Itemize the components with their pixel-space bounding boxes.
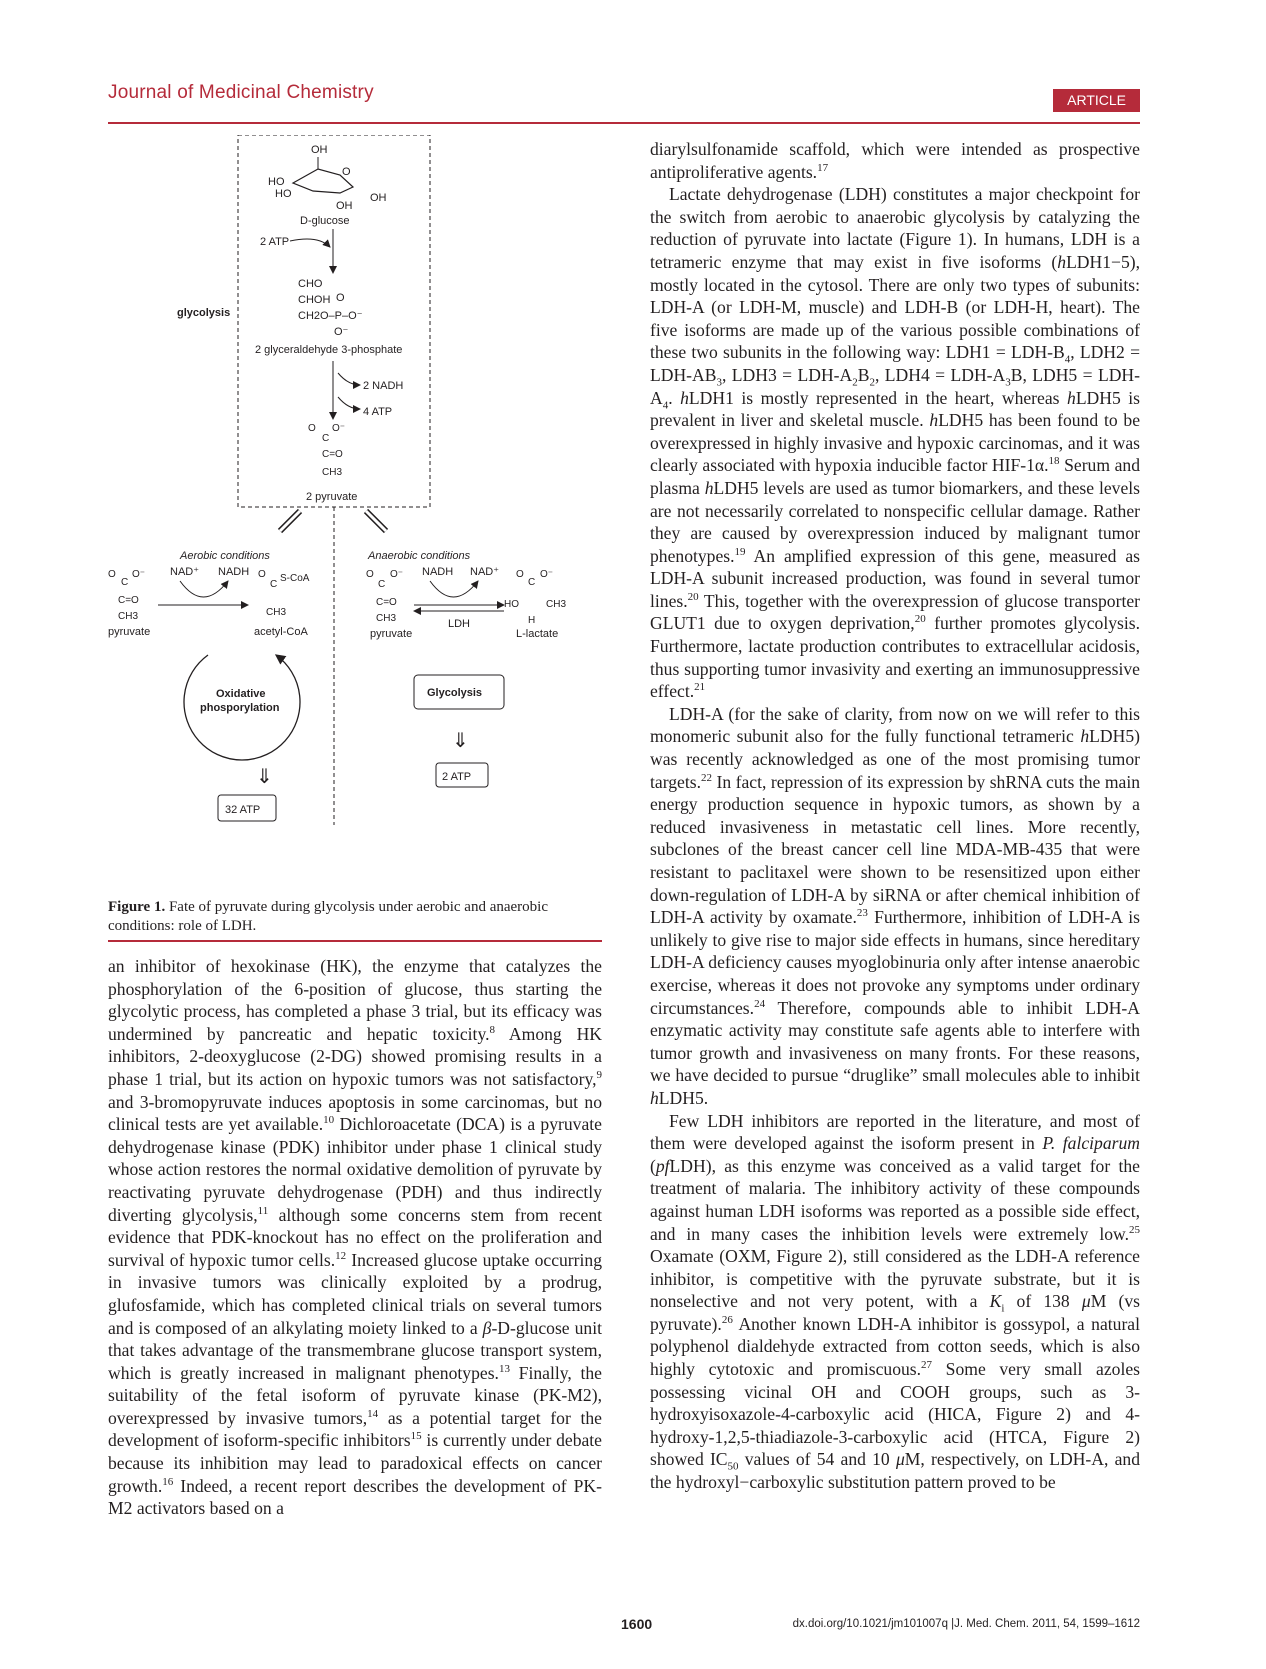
ana-pyr-c: C [378, 579, 385, 590]
paragraph: Lactate dehydrogenase (LDH) constitutes … [650, 184, 1141, 702]
aerobic-label: Aerobic conditions [179, 550, 270, 562]
caption-label: Figure 1. [108, 899, 166, 915]
pyr-c-eq-o: C=O [322, 449, 343, 460]
anaerobic-label: Anaerobic conditions [367, 550, 471, 562]
d-glucose: D-glucose [300, 215, 350, 227]
right-column: diarylsulfonamide scaffold, which were i… [650, 138, 1140, 1494]
ana-pyr-ch3: CH3 [376, 613, 396, 624]
aer-pyr-om: O⁻ [132, 569, 145, 580]
aer-pyr-ch3: CH3 [118, 611, 138, 622]
figure-1: OH O HO HO OH OH D-glucose 2 ATP CHO CHO… [108, 135, 566, 825]
lac-c: C [528, 577, 535, 588]
ch2o-p: CH2O–P–O⁻ [298, 310, 363, 322]
acetyl-coa: acetyl-CoA [254, 626, 308, 638]
caption-rule [108, 940, 602, 942]
ana-pyr-om: O⁻ [390, 569, 403, 580]
atp-2-input: 2 ATP [260, 236, 289, 248]
g3p-label: 2 glyceraldehyde 3-phosphate [255, 344, 402, 356]
ho-2: HO [275, 188, 292, 200]
page-number: 1600 [621, 1616, 653, 1632]
glycolysis-side-label: glycolysis [177, 307, 230, 319]
o-dbl: O [336, 292, 345, 304]
pyr-c: C [322, 433, 329, 444]
ana-pyr-o: O [366, 569, 374, 580]
paragraph: diarylsulfonamide scaffold, which were i… [650, 139, 1140, 182]
acoa-ch3: CH3 [266, 607, 286, 618]
aer-pyr-c: C [121, 577, 128, 588]
cho: CHO [298, 278, 323, 290]
ana-nadh: NADH [422, 566, 453, 578]
nadh-2: 2 NADH [363, 380, 403, 392]
l-lactate: L-lactate [516, 628, 558, 640]
atp-4: 4 ATP [363, 406, 392, 418]
lac-o: O [516, 569, 524, 580]
acoa-o: O [258, 569, 266, 580]
o-minus: O⁻ [334, 326, 349, 338]
lac-h: H [528, 615, 535, 626]
aer-nadh: NADH [218, 566, 249, 578]
pyr-carboxylate: O⁻ [332, 423, 345, 434]
aer-pyruvate: pyruvate [108, 626, 150, 638]
choh: CHOH [298, 294, 330, 306]
atp-2-box: 2 ATP [442, 771, 471, 783]
acoa-scoa: S-CoA [280, 573, 310, 584]
paragraph: an inhibitor of hexokinase (HK), the enz… [108, 956, 602, 1519]
o-ring: O [342, 166, 351, 178]
double-arrow-icon: ⇓ [256, 766, 273, 788]
aer-pyr-ceqo: C=O [118, 595, 139, 606]
page-header: Journal of Medicinal Chemistry ARTICLE [108, 82, 1140, 124]
oh-right: OH [370, 192, 387, 204]
paragraph: Few LDH inhibitors are reported in the l… [650, 1110, 1140, 1493]
journal-title: Journal of Medicinal Chemistry [108, 82, 374, 103]
aer-nad: NAD⁺ [170, 566, 199, 578]
lac-ch3: CH3 [546, 599, 566, 610]
pyr-ch3: CH3 [322, 467, 342, 478]
ana-nad: NAD⁺ [470, 566, 499, 578]
figure-caption: Figure 1. Fate of pyruvate during glycol… [108, 898, 602, 936]
ana-pyr-ceqo: C=O [376, 597, 397, 608]
left-column: an inhibitor of hexokinase (HK), the enz… [108, 955, 602, 1520]
oh-ring: OH [336, 200, 353, 212]
oh-top: OH [311, 144, 328, 156]
aer-pyr-o: O [108, 569, 116, 580]
acoa-c: C [270, 579, 277, 590]
ana-pyruvate: pyruvate [370, 628, 412, 640]
oxphos-2: phosporylation [200, 702, 280, 714]
article-badge: ARTICLE [1053, 89, 1140, 112]
caption-text: Fate of pyruvate during glycolysis under… [108, 899, 549, 934]
ldh-label: LDH [448, 618, 470, 630]
lac-ho: HO [504, 599, 519, 610]
oxphos-1: Oxidative [216, 688, 266, 700]
lac-om: O⁻ [540, 569, 553, 580]
doi-citation: dx.doi.org/10.1021/jm101007q |J. Med. Ch… [792, 1618, 1140, 1630]
paragraph: LDH-A (for the sake of clarity, from now… [650, 703, 1140, 1108]
glycolysis-box-label: Glycolysis [427, 687, 482, 699]
pyruvate-2: 2 pyruvate [306, 491, 357, 503]
atp-32: 32 ATP [225, 804, 260, 816]
double-arrow-icon: ⇓ [452, 730, 469, 752]
ho-1: HO [268, 176, 285, 188]
pyr-o: O [308, 423, 316, 434]
